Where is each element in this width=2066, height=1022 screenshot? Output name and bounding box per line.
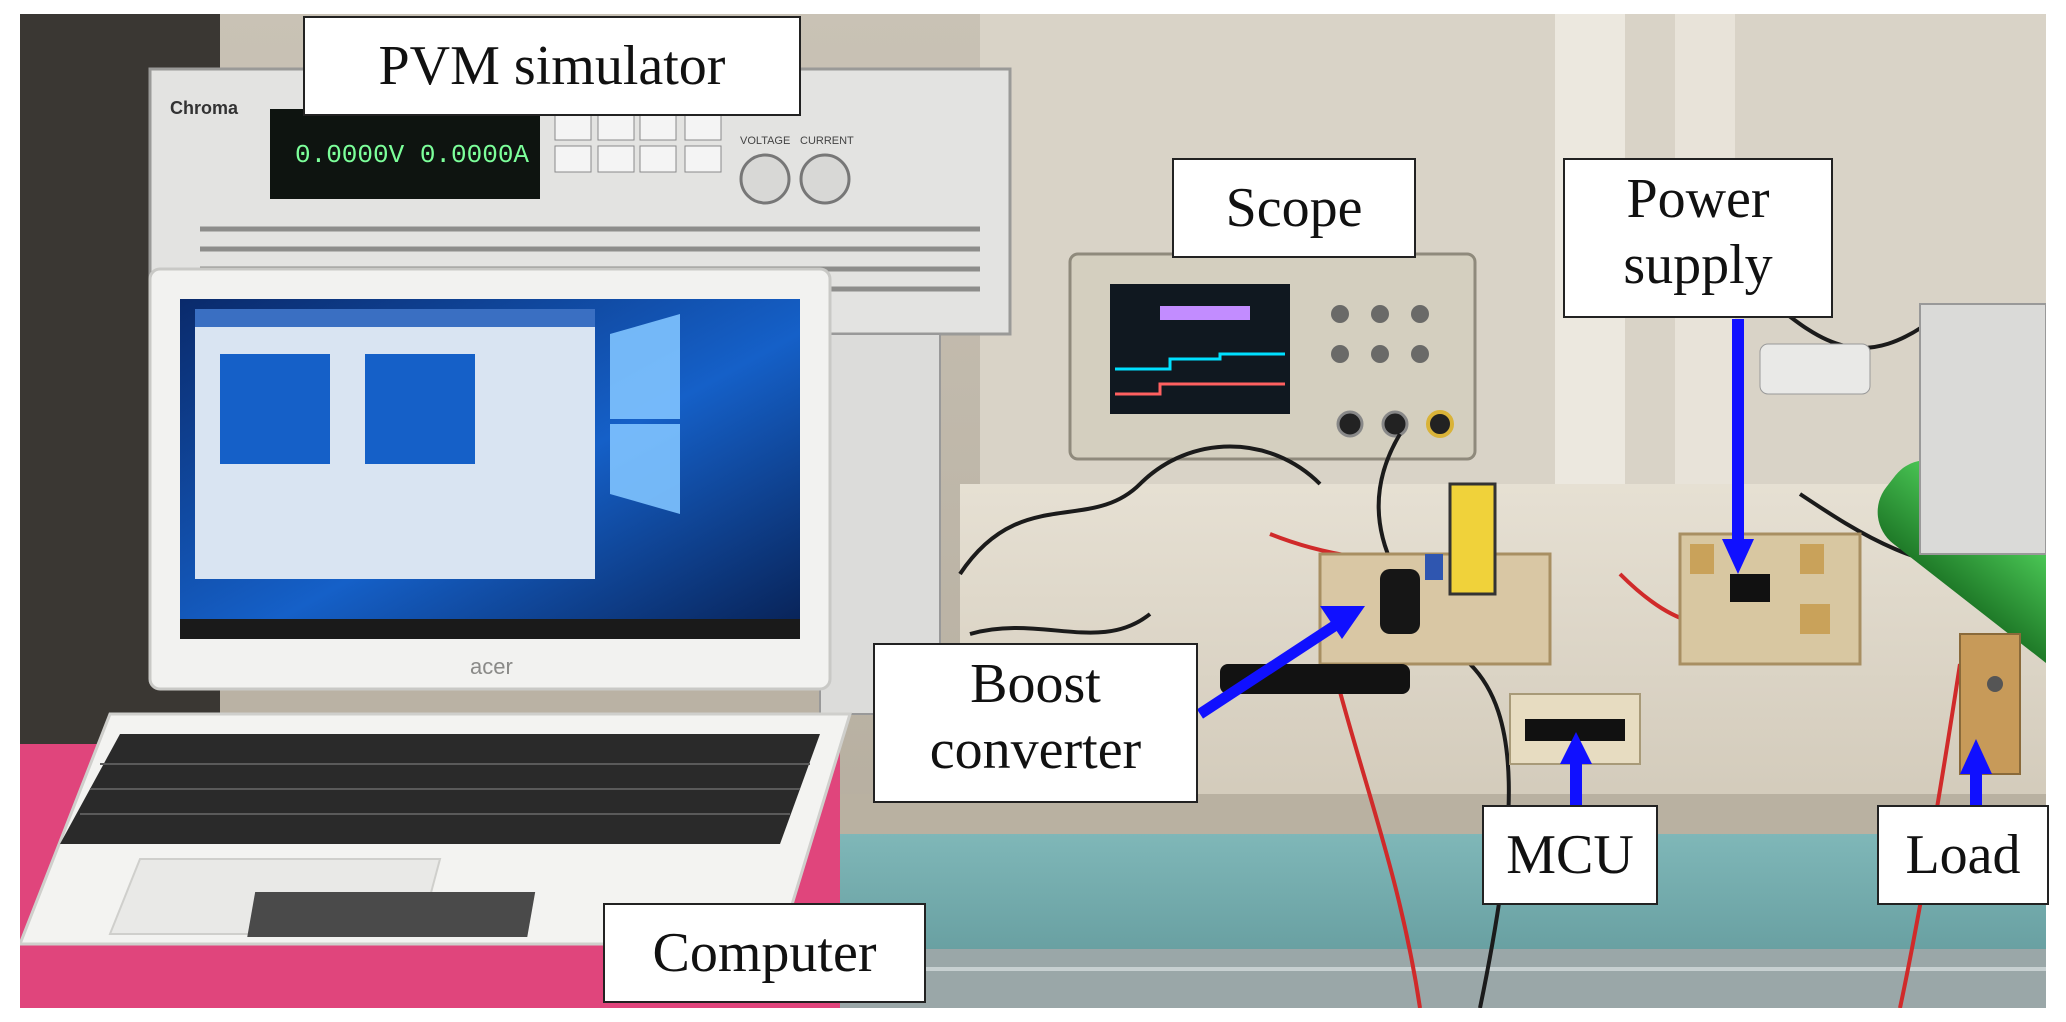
boost-converter-label-line2: converter — [929, 719, 1142, 781]
load-label-text: Load — [1905, 824, 2021, 886]
power-supply-label-line1: Power — [1626, 168, 1770, 230]
scope-label: Scope — [1172, 158, 1416, 258]
scope-device — [1068, 252, 1477, 461]
arrows — [1196, 319, 1992, 829]
power-supply-device — [1678, 532, 1862, 666]
power-supply-label-line2: supply — [1623, 234, 1773, 296]
scope-label-text: Scope — [1225, 177, 1363, 239]
svg-text:Chroma: Chroma — [170, 98, 239, 118]
boost-converter-label: Boost converter — [873, 643, 1198, 803]
load-label: Load — [1877, 805, 2049, 905]
svg-text:CURRENT: CURRENT — [800, 135, 854, 147]
mcu-label: MCU — [1482, 805, 1658, 905]
power-supply-label: Power supply — [1563, 158, 1833, 318]
pvm-simulator-label-text: PVM simulator — [378, 35, 726, 97]
pvm-simulator-label: PVM simulator — [303, 16, 801, 116]
arrow-diagonal-icon — [1196, 606, 1365, 719]
computer-device: acer — [20, 267, 853, 1008]
mcu-label-text: MCU — [1506, 824, 1634, 886]
arrow-up-icon — [1560, 732, 1592, 814]
bench-instrument — [1759, 303, 2046, 555]
arrow-down-icon — [1722, 319, 1754, 574]
boost-converter-label-line1: Boost — [970, 653, 1101, 715]
svg-text:VOLTAGE: VOLTAGE — [740, 135, 790, 147]
svg-text:0.0000V 0.0000A: 0.0000V 0.0000A — [295, 140, 529, 170]
svg-text:acer: acer — [470, 654, 513, 679]
computer-label-text: Computer — [652, 922, 877, 984]
computer-label: Computer — [603, 903, 926, 1003]
